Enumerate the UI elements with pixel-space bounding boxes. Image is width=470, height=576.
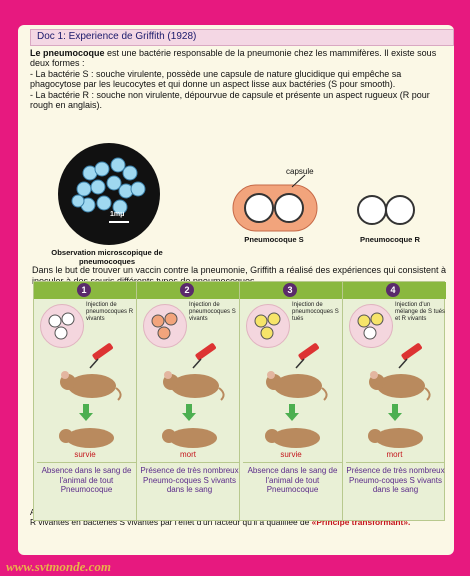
pneumocoque-s-diagram xyxy=(230,165,340,237)
injection-label: Injection de pneumocoques R vivants xyxy=(86,302,138,322)
intro-text: Le pneumocoque est une bactérie responsa… xyxy=(30,48,450,110)
experiment-number: 4 xyxy=(386,283,400,297)
injection-label: Injection de pneumocoques S tués xyxy=(292,302,344,322)
mouse-icon xyxy=(155,364,225,402)
experiment-column-2: 2 Injection de pneumocoques S vivants xyxy=(137,282,240,520)
blood-result: Présence de très nombreux Pneumo-coques … xyxy=(140,466,239,495)
scale-bar xyxy=(109,221,129,223)
mouse-icon xyxy=(361,364,431,402)
arrow-down-icon xyxy=(285,404,299,422)
blood-result: Absence dans le sang de l'animal de tout… xyxy=(243,466,342,495)
living-mouse-icon xyxy=(258,422,328,450)
divider xyxy=(346,462,445,463)
experiment-number-bar: 3 xyxy=(240,282,342,299)
divider xyxy=(243,462,342,463)
blood-result: Présence de très nombreux Pneumo-coques … xyxy=(346,466,445,495)
mouse-icon xyxy=(258,364,328,402)
injection-label: Injection d'un mélange de S tués et R vi… xyxy=(395,302,447,322)
watermark: www.svtmonde.com xyxy=(6,559,111,575)
document-title: Doc 1: Experience de Griffith (1928) xyxy=(37,31,196,42)
outcome-label: mort xyxy=(343,450,446,459)
experiment-number: 1 xyxy=(77,283,91,297)
experiment-number-bar: 2 xyxy=(137,282,239,299)
pneumocoque-r-diagram xyxy=(348,190,428,230)
experiment-number-bar: 1 xyxy=(34,282,136,299)
arrow-down-icon xyxy=(79,404,93,422)
mouse-icon xyxy=(52,364,122,402)
blood-result: Absence dans le sang de l'animal de tout… xyxy=(37,466,136,495)
micro-caption: Observation microscopique de pneumocoque… xyxy=(32,249,182,266)
outcome-label: survie xyxy=(240,450,342,459)
document-header: Doc 1: Experience de Griffith (1928) xyxy=(30,29,454,46)
dead-mouse-icon xyxy=(361,422,431,450)
injection-label: Injection de pneumocoques S vivants xyxy=(189,302,241,322)
experiment-number-bar: 4 xyxy=(343,282,446,299)
pneumocoque-r-label: Pneumocoque R xyxy=(345,235,435,244)
experiment-number: 3 xyxy=(283,283,297,297)
experiment-column-3: 3 Injection de pneumocoques S tués xyxy=(240,282,343,520)
scale-label: 1mμ xyxy=(110,211,124,218)
microscope-image xyxy=(58,143,160,245)
r-bacteria-description: - La bactérie R : souche non virulente, … xyxy=(30,90,450,111)
pneumocoque-s-label: Pneumocoque S xyxy=(229,235,319,244)
bacteria-dish xyxy=(143,304,187,348)
bacteria-dish xyxy=(40,304,84,348)
divider xyxy=(37,462,136,463)
outcome-label: mort xyxy=(137,450,239,459)
arrow-down-icon xyxy=(182,404,196,422)
bacteria-dish xyxy=(246,304,290,348)
experiment-column-1: 1 Injection de pneumocoques R vivants xyxy=(34,282,137,520)
s-bacteria-description: - La bactérie S : souche virulente, poss… xyxy=(30,69,450,90)
dead-mouse-icon xyxy=(155,422,225,450)
living-mouse-icon xyxy=(52,422,122,450)
capsule-label: capsule xyxy=(286,167,314,176)
bacteria-dish xyxy=(349,304,393,348)
divider xyxy=(140,462,239,463)
intro-term: Le pneumocoque xyxy=(30,48,105,58)
experiment-column-4: 4 Injection d'un mélange de S tués et R … xyxy=(343,282,446,520)
experiment-number: 2 xyxy=(180,283,194,297)
experiments-panel: 1 Injection de pneumocoques R vivants xyxy=(33,281,445,521)
arrow-down-icon xyxy=(388,404,402,422)
outcome-label: survie xyxy=(34,450,136,459)
